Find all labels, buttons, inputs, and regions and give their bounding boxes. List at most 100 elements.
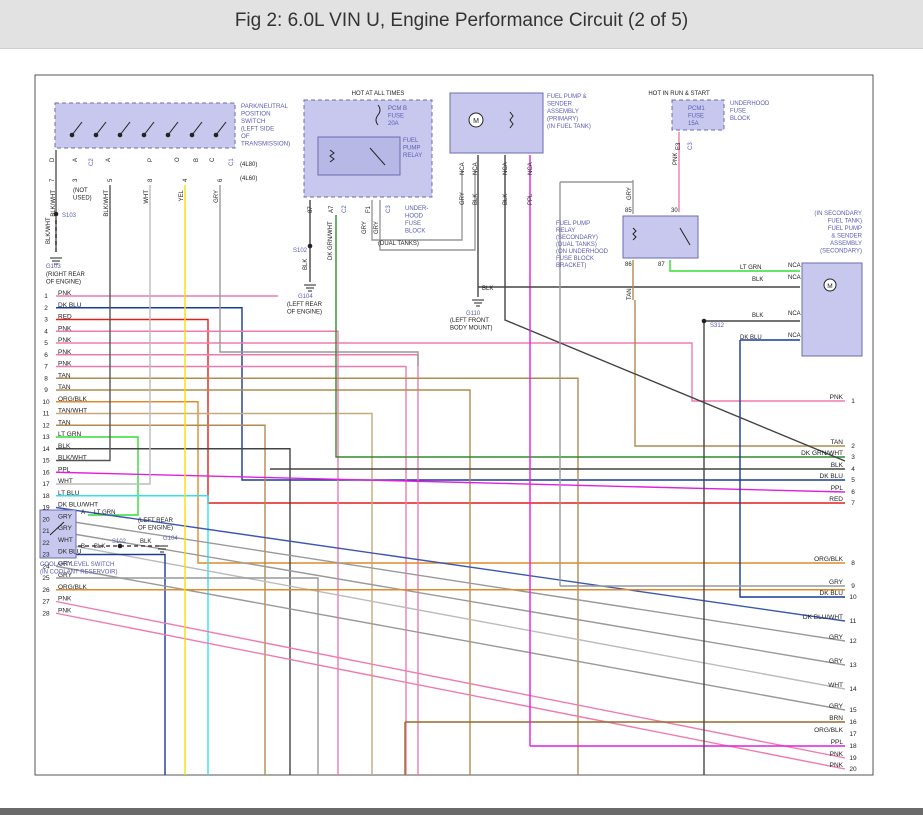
wire-row-18 xyxy=(56,495,209,775)
pnp-pin: A xyxy=(106,158,112,162)
coolant-ground-icon xyxy=(156,545,168,553)
wire-name: GRY xyxy=(362,221,368,234)
wire-label-right: BRN xyxy=(829,715,843,722)
wire-label-left: RED xyxy=(58,314,72,321)
pcm1-fuse xyxy=(671,99,725,131)
title-bar: Fig 2: 6.0L VIN U, Engine Performance Ci… xyxy=(0,0,923,49)
g103-label: G103 xyxy=(46,264,61,270)
wire-label-left: TAN xyxy=(58,372,71,379)
pnp-wire-num: 8 xyxy=(148,178,154,182)
pnp-pin: D xyxy=(50,157,56,162)
pnp-wire-num: 4 xyxy=(183,178,189,182)
wire-row-3 xyxy=(56,318,845,504)
wire-label-right: ORG/BLK xyxy=(814,556,844,563)
wire-row-12 xyxy=(56,424,266,775)
fp-wire: GRY xyxy=(460,192,466,205)
wire-row-14 xyxy=(56,448,291,775)
s102-label: S102 xyxy=(293,248,308,254)
hot-in-run-start: HOT IN RUN & START xyxy=(648,91,710,97)
secondary-pump-label: FUEL PUMP xyxy=(828,226,862,232)
switch-contact xyxy=(95,121,107,136)
wire-row-8 xyxy=(56,377,579,775)
g110-wire: BLK xyxy=(482,286,493,292)
coolant-wire: BLK xyxy=(94,544,105,550)
underhood-block-label: FUSE xyxy=(405,221,421,227)
pump-motor-icon xyxy=(468,112,484,128)
coolant-s102: S102 xyxy=(112,539,127,545)
pnp-label: (LEFT SIDE xyxy=(241,126,274,133)
wire-row-21 xyxy=(55,530,846,666)
page-title: Fig 2: 6.0L VIN U, Engine Performance Ci… xyxy=(234,10,689,31)
wire-number-right: 15 xyxy=(849,707,857,714)
wire-number-left: 28 xyxy=(42,610,50,617)
wire-number-right: 10 xyxy=(849,594,857,601)
wire-f1-gry xyxy=(371,170,463,241)
wire-number-left: 25 xyxy=(42,575,50,582)
wire-number-right: 4 xyxy=(851,466,855,473)
fp-pin: NCA xyxy=(460,162,466,175)
pnp-not-used: USED) xyxy=(73,196,92,202)
pcm1-label: PCM1 xyxy=(688,106,705,112)
pnp-wire-num: 3 xyxy=(73,178,79,182)
wire-label-left: LT BLU xyxy=(58,490,80,497)
wire-row-9 xyxy=(56,389,471,775)
wire-fp-blk xyxy=(504,155,846,462)
pnp-label: SWITCH xyxy=(241,118,265,125)
g104-ground-icon xyxy=(304,284,316,292)
pnp-pin: A xyxy=(73,158,79,162)
wire-87-ltgrn xyxy=(669,260,800,272)
wire-number-left: 2 xyxy=(44,305,48,312)
wire-label-right: GRY xyxy=(829,634,844,641)
wire-number-right: 8 xyxy=(851,560,855,567)
underhood-connector: C2 xyxy=(342,205,348,213)
wire-number-left: 12 xyxy=(42,422,50,429)
wire-label-left: BLK/WHT xyxy=(58,455,87,462)
fuel-pump-relay xyxy=(317,136,401,176)
fuel-pump-primary-label: ASSEMBLY xyxy=(547,109,579,115)
wire-number-left: 15 xyxy=(42,458,50,465)
wire-number-right: 18 xyxy=(849,743,857,750)
wire-gry-2 xyxy=(379,170,476,251)
fp-pin: NCA xyxy=(528,162,534,175)
pcm1-block-label: BLOCK xyxy=(730,116,750,122)
fp-pin: NCA xyxy=(473,162,479,175)
bottom-strip xyxy=(0,808,923,815)
wire-label-right: DK BLU xyxy=(820,590,844,597)
park-neutral-switch xyxy=(54,102,236,149)
pnp-wire-name: GRY xyxy=(214,190,220,203)
fuel-pump-relay-secondary xyxy=(622,215,699,259)
wire-label-right: WHT xyxy=(828,682,843,689)
wire-number-right: 9 xyxy=(851,583,855,590)
wire-number-left: 1 xyxy=(44,293,48,300)
switch-contact xyxy=(143,121,155,136)
wire-label-left: PNK xyxy=(58,361,72,368)
fp-pin: NCA xyxy=(503,162,509,175)
wire-label-left: DK BLU xyxy=(58,549,82,556)
relay2-wire: GRY xyxy=(627,187,633,200)
secondary-wire: DK BLU xyxy=(740,335,762,341)
wire-row-28 xyxy=(55,612,846,770)
relay2-label: RELAY xyxy=(556,228,575,234)
relay-label: RELAY xyxy=(403,153,422,159)
switch-pin-dot xyxy=(189,132,195,138)
s312-dot xyxy=(701,318,707,324)
coolant-contact xyxy=(49,521,65,536)
wire-row-2 xyxy=(56,307,845,481)
relay2-label: (SECONDARY) xyxy=(556,235,598,241)
switch-contact xyxy=(191,121,203,136)
wire-number-right: 19 xyxy=(849,755,857,762)
wire-number-left: 7 xyxy=(44,364,48,371)
switch-pin-dot xyxy=(69,132,75,138)
wire-number-left: 23 xyxy=(42,552,50,559)
secondary-wire: BLK xyxy=(752,313,763,319)
secondary-pump-label: ASSEMBLY xyxy=(830,241,862,247)
underhood-block-label: HOOD xyxy=(405,214,424,220)
secondary-pump-label: (IN SECONDARY xyxy=(814,211,862,217)
wire-number-left: 27 xyxy=(42,599,50,606)
secondary-wire: BLK xyxy=(752,277,763,283)
pcm-b-fuse-label: 20A xyxy=(388,121,399,127)
pcm1-label: FUSE xyxy=(688,114,704,120)
wires-layer xyxy=(55,132,846,775)
wire-row-22 xyxy=(55,542,846,690)
